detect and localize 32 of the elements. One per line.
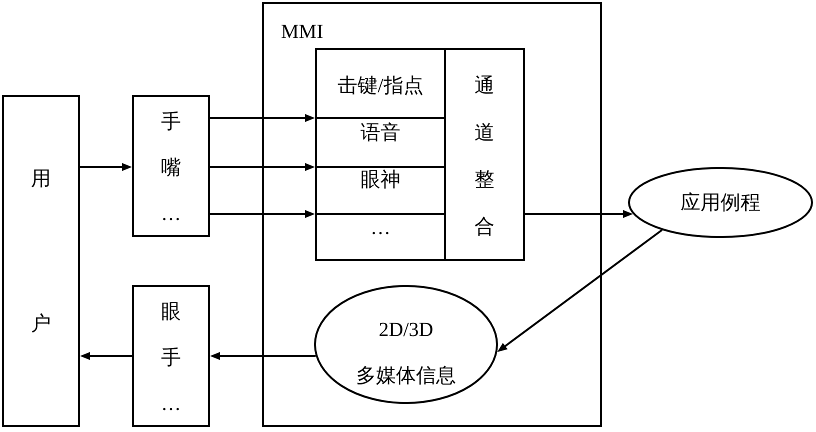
node-label: 嘴 xyxy=(161,156,181,181)
node-label: 2D/3D xyxy=(378,318,434,342)
node-label: 通道整合 xyxy=(474,74,494,240)
user-box xyxy=(2,95,80,427)
arrow xyxy=(210,352,316,360)
node-label: 手 xyxy=(161,346,181,371)
arrow xyxy=(80,163,132,171)
arrow xyxy=(210,210,315,218)
mmi-frame xyxy=(262,2,602,427)
node-label: 手 xyxy=(161,110,181,135)
arrow xyxy=(210,114,315,122)
input-channel-box xyxy=(132,95,210,237)
application-ellipse xyxy=(628,167,813,238)
arrow xyxy=(497,229,663,352)
node-label: … xyxy=(370,218,392,238)
node-label: 击键/指点 xyxy=(336,76,424,96)
output-channel-box xyxy=(132,285,210,427)
node-label: 语音 xyxy=(360,123,402,143)
modality-column xyxy=(315,48,446,261)
arrow xyxy=(80,352,132,360)
node-label: 眼神 xyxy=(360,170,402,190)
node-label: … xyxy=(161,202,181,227)
node-label: 用户 xyxy=(31,167,51,337)
media-ellipse xyxy=(314,285,498,404)
node-label: MMI xyxy=(281,22,324,42)
channel-integration-box xyxy=(444,48,525,261)
node-label: 多媒体信息 xyxy=(356,364,456,388)
node-label: 眼 xyxy=(161,300,181,325)
arrow xyxy=(525,210,633,218)
arrow xyxy=(210,163,315,171)
node-label: 应用例程 xyxy=(680,190,760,214)
node-label: … xyxy=(161,392,181,417)
